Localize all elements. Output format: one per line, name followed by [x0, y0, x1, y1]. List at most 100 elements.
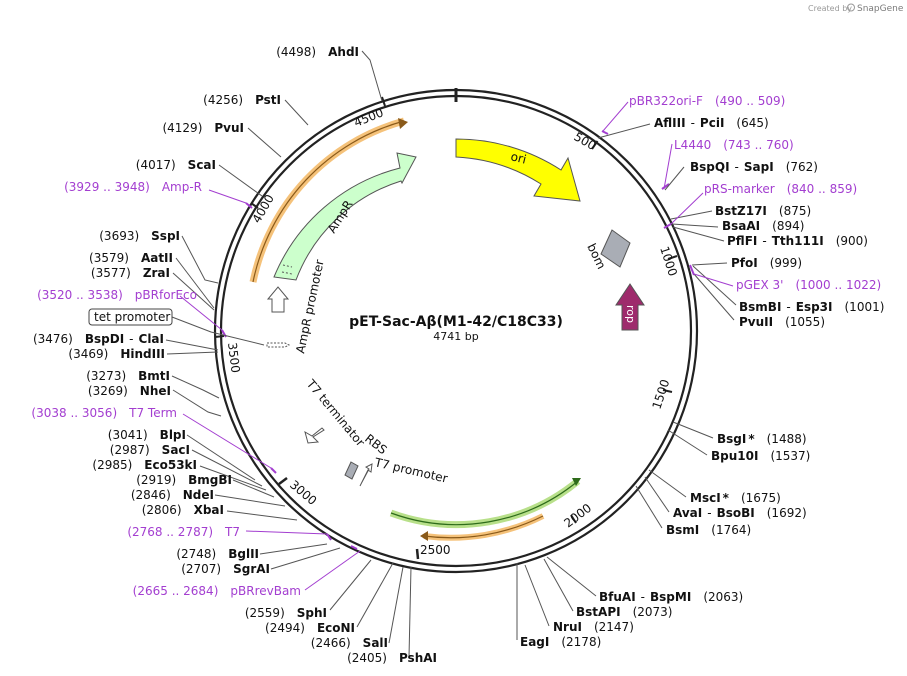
leader-nhei: [172, 389, 222, 417]
leader-bspqi: [664, 166, 685, 191]
primer-prs-marker[interactable]: pRS-marker(840 .. 859): [704, 182, 857, 196]
enzyme-pvuii[interactable]: PvuII(1055): [739, 315, 825, 329]
primer-t7-term[interactable]: (3038 .. 3056)T7 Term: [31, 406, 177, 420]
enzyme-blpi[interactable]: (3041)BlpI: [108, 428, 186, 442]
leader-sali: [388, 566, 404, 644]
enzyme-bglii[interactable]: (2748)BglII: [176, 547, 259, 561]
enzyme-bspqi[interactable]: BspQI-SapI(762): [690, 160, 818, 174]
leader-msci: [648, 469, 687, 498]
leader-scai: [218, 164, 263, 197]
enzyme-bmgbi[interactable]: (2919)BmgBI: [136, 473, 232, 487]
leader-bsgi: [672, 421, 714, 439]
leader-bglii: [259, 543, 328, 555]
leader-ndei: [214, 494, 286, 507]
enzyme-bsgi[interactable]: BsgI*(1488): [717, 432, 807, 446]
tick-label-1500: 1500: [650, 378, 673, 411]
t7-promoter-label: T7 promoter: [372, 455, 449, 486]
tick-4000: [250, 202, 259, 209]
ampr-arrow: [273, 152, 417, 281]
primer-mark-pbrrevbam: [350, 545, 358, 550]
enzyme-avai[interactable]: AvaI-BsoBI(1692): [673, 506, 807, 520]
pleader-prs: [670, 192, 704, 225]
lower-orf-orange-arrowhead: [420, 531, 428, 541]
enzyme-bspdi[interactable]: (3476)BspDI-ClaI: [33, 332, 164, 346]
enzyme-bpu10i[interactable]: Bpu10I(1537): [711, 449, 810, 463]
primer-mark-ampr: [245, 202, 253, 209]
enzyme-pflfi[interactable]: PflFI-Tth111I(900): [727, 234, 868, 248]
primer-pgex-3[interactable]: pGEX 3'(1000 .. 1022): [736, 278, 881, 292]
enzyme-bfuai[interactable]: BfuAI-BspMI(2063): [599, 590, 743, 604]
enzyme-econi[interactable]: (2494)EcoNI: [265, 621, 355, 635]
primer-pbr322ori-f[interactable]: pBR322ori-F(490 .. 509): [629, 94, 785, 108]
enzyme-eco53ki[interactable]: (2985)Eco53kI: [92, 458, 197, 472]
enzyme-sali[interactable]: (2466)SalI: [311, 636, 388, 650]
primer-pbrforeco[interactable]: (3520 .. 3538)pBRforEco: [37, 288, 197, 302]
tick-label-3000: 3000: [287, 478, 319, 508]
enzyme-pfoi[interactable]: PfoI(999): [731, 256, 802, 270]
enzyme-bsmi[interactable]: BsmI(1764): [666, 523, 751, 537]
pleader-pbrforeco: [179, 295, 223, 331]
pleader-t7: [245, 530, 328, 535]
primer-l4440[interactable]: L4440(743 .. 760): [674, 138, 794, 152]
enzyme-bsmbi[interactable]: BsmBI-Esp3I(1001): [739, 300, 884, 314]
enzyme-msci[interactable]: MscI*(1675): [690, 491, 781, 505]
leader-tet-promoter: [171, 316, 265, 346]
enzyme-bstz17i[interactable]: BstZ17I(875): [715, 204, 811, 218]
leader-aatii: [175, 257, 215, 309]
enzyme-sspi[interactable]: (3693)SspI: [99, 229, 180, 243]
enzyme-psti[interactable]: (4256)PstI: [203, 93, 281, 107]
primer-t7[interactable]: (2768 .. 2787)T7: [127, 525, 240, 539]
rbs-box: [344, 461, 359, 480]
enzyme-eagi[interactable]: EagI(2178): [520, 635, 601, 649]
tick-label-2500: 2500: [420, 543, 451, 557]
tick-4500: [381, 96, 386, 107]
pleader-ampr: [208, 189, 247, 204]
leader-blpi: [186, 434, 256, 481]
left-enzyme-labels: (4498)AhdI (4256)PstI (4129)PvuI (4017)S…: [33, 45, 437, 665]
enzyme-sphi[interactable]: (2559)SphI: [245, 606, 327, 620]
ori-arrow: [455, 138, 581, 202]
t7-terminator-arrow: [304, 427, 325, 444]
leader-bsmi: [635, 485, 663, 529]
leader-nrui: [524, 564, 550, 627]
tick-marks: [214, 96, 678, 560]
enzyme-hindiii[interactable]: (3469)HindIII: [68, 347, 165, 361]
enzyme-scai[interactable]: (4017)ScaI: [136, 158, 216, 172]
primer-mark-pbr322ori: [601, 130, 609, 135]
snapgene-logo-icon: [847, 3, 855, 12]
enzyme-afliii[interactable]: AflIII-PciI(645): [654, 116, 769, 130]
leader-psti: [284, 99, 309, 126]
leader-bmti: [171, 375, 220, 399]
enzyme-nhei[interactable]: (3269)NheI: [88, 384, 171, 398]
enzyme-bsaai[interactable]: BsaAI(894): [722, 219, 804, 233]
enzyme-pvui[interactable]: (4129)PvuI: [162, 121, 244, 135]
pleader-t7term: [182, 413, 272, 469]
leader-bmgbi: [232, 479, 275, 498]
credit-prefix: Created by: [808, 4, 852, 13]
enzyme-zrai[interactable]: (3577)ZraI: [91, 266, 170, 280]
plasmid-name: pET-Sac-Aβ(M1-42/C18C33): [349, 314, 563, 330]
enzyme-ahdi[interactable]: (4498)AhdI: [276, 45, 359, 59]
enzyme-xbai[interactable]: (2806)XbaI: [142, 503, 224, 517]
ori-label: ori: [509, 149, 528, 166]
enzyme-saci[interactable]: (2987)SacI: [110, 443, 190, 457]
enzyme-pshai[interactable]: (2405)PshAI: [347, 651, 437, 665]
lower-orf-orange-line: [423, 515, 544, 539]
enzyme-sgrai[interactable]: (2707)SgrAI: [181, 562, 270, 576]
tick-2500: [415, 548, 420, 560]
primer-amp-r[interactable]: (3929 .. 3948)Amp-R: [64, 180, 202, 194]
leader-bfuai: [546, 556, 597, 597]
t7-promoter-arrow: [359, 463, 373, 487]
rop-arrow: [615, 283, 645, 331]
rop-label: rop: [624, 305, 637, 323]
enzyme-nrui[interactable]: NruI(2147): [553, 620, 634, 634]
primer-pbrrevbam[interactable]: (2665 .. 2684)pBRrevBam: [133, 584, 301, 598]
enzyme-aatii[interactable]: (3579)AatII: [89, 251, 173, 265]
enzyme-bstapi[interactable]: BstAPI(2073): [576, 605, 672, 619]
right-enzyme-labels: AflIII-PciI(645) BspQI-SapI(762) BstZ17I…: [520, 116, 884, 649]
tick-label-2000: 2000: [561, 501, 594, 531]
enzyme-bmti[interactable]: (3273)BmtI: [86, 369, 170, 383]
tet-promoter-arrow: [266, 342, 291, 348]
enzyme-ndei[interactable]: (2846)NdeI: [131, 488, 214, 502]
tick-1500: [662, 389, 673, 393]
